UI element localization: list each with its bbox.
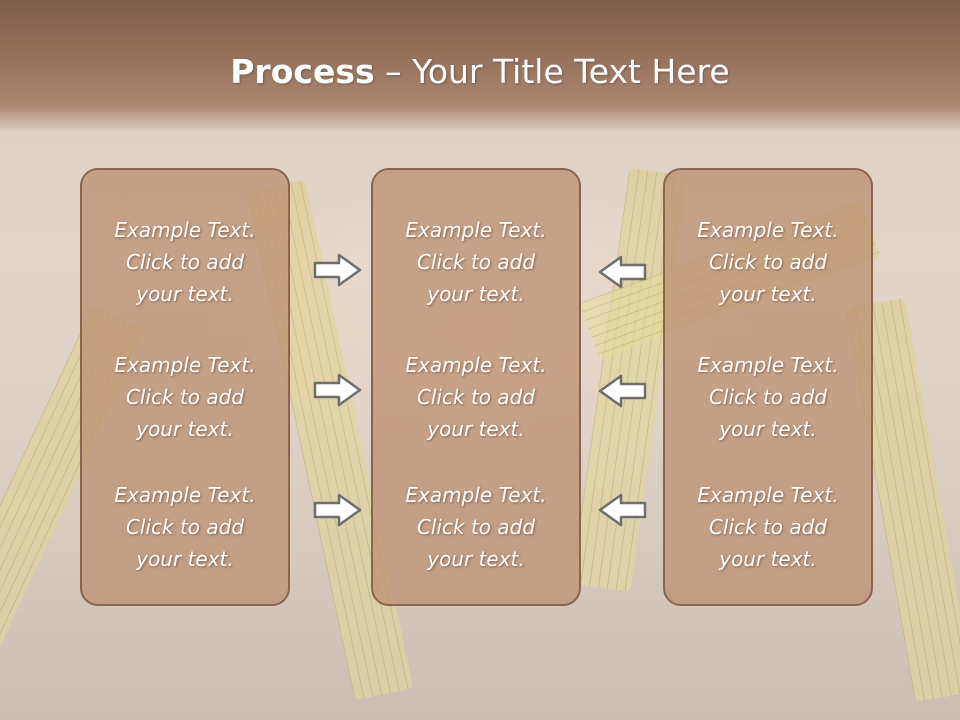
text-line: Click to add — [125, 385, 245, 409]
title-rest: – Your Title Text Here — [374, 52, 730, 91]
text-line: Click to add — [416, 385, 536, 409]
text-placeholder[interactable]: Example Text. Click to add your text. — [82, 214, 288, 310]
process-box-right[interactable]: Example Text. Click to add your text. Ex… — [663, 168, 873, 606]
text-placeholder[interactable]: Example Text. Click to add your text. — [665, 479, 871, 575]
right-arrow-icon[interactable] — [313, 492, 363, 528]
text-line: Example Text. — [405, 218, 547, 242]
text-line: your text. — [719, 417, 817, 441]
process-box-left[interactable]: Example Text. Click to add your text. Ex… — [80, 168, 290, 606]
process-box-center[interactable]: Example Text. Click to add your text. Ex… — [371, 168, 581, 606]
text-placeholder[interactable]: Example Text. Click to add your text. — [82, 349, 288, 445]
text-line: Click to add — [416, 250, 536, 274]
text-line: your text. — [136, 417, 234, 441]
text-placeholder[interactable]: Example Text. Click to add your text. — [373, 479, 579, 575]
slide-title[interactable]: Process – Your Title Text Here — [0, 52, 960, 91]
text-line: Click to add — [125, 250, 245, 274]
left-arrow-icon[interactable] — [597, 492, 647, 528]
text-placeholder[interactable]: Example Text. Click to add your text. — [665, 349, 871, 445]
text-line: Click to add — [708, 515, 828, 539]
text-placeholder[interactable]: Example Text. Click to add your text. — [665, 214, 871, 310]
right-arrow-icon[interactable] — [313, 372, 363, 408]
text-line: Example Text. — [697, 218, 839, 242]
text-line: Click to add — [708, 385, 828, 409]
text-line: Click to add — [416, 515, 536, 539]
text-line: Click to add — [708, 250, 828, 274]
left-arrow-icon[interactable] — [597, 254, 647, 290]
text-line: Example Text. — [697, 353, 839, 377]
text-line: your text. — [136, 282, 234, 306]
text-line: your text. — [719, 282, 817, 306]
text-line: Click to add — [125, 515, 245, 539]
text-placeholder[interactable]: Example Text. Click to add your text. — [373, 214, 579, 310]
text-line: your text. — [719, 547, 817, 571]
text-line: your text. — [427, 282, 525, 306]
text-line: Example Text. — [114, 218, 256, 242]
text-line: Example Text. — [697, 483, 839, 507]
text-line: your text. — [427, 547, 525, 571]
text-line: Example Text. — [114, 483, 256, 507]
text-line: Example Text. — [114, 353, 256, 377]
left-arrow-icon[interactable] — [597, 373, 647, 409]
text-line: Example Text. — [405, 353, 547, 377]
title-bar — [0, 0, 960, 132]
title-bold: Process — [230, 52, 375, 91]
text-placeholder[interactable]: Example Text. Click to add your text. — [373, 349, 579, 445]
text-line: your text. — [136, 547, 234, 571]
text-line: Example Text. — [405, 483, 547, 507]
text-placeholder[interactable]: Example Text. Click to add your text. — [82, 479, 288, 575]
right-arrow-icon[interactable] — [313, 252, 363, 288]
text-line: your text. — [427, 417, 525, 441]
